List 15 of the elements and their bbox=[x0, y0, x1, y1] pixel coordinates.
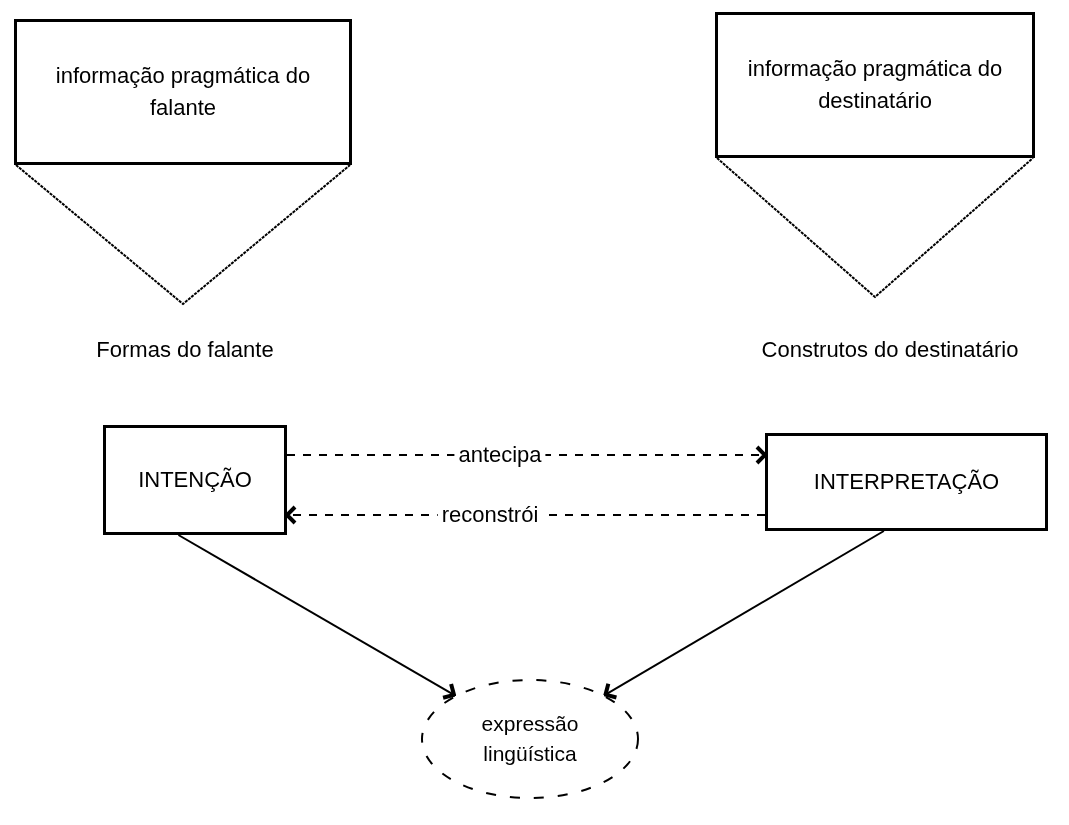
node-caption: Formas do falante bbox=[96, 339, 274, 361]
pentagon-box bbox=[715, 12, 1035, 298]
pentagon-box bbox=[14, 19, 352, 305]
node-label: informação pragmática do falante bbox=[54, 62, 312, 122]
dashed-ellipse bbox=[420, 678, 640, 800]
process-box bbox=[103, 425, 287, 535]
node-label: INTERPRETAÇÃO bbox=[813, 468, 1000, 497]
edge-label: antecipa bbox=[454, 444, 546, 466]
node-caption: Construtos do destinatário bbox=[761, 339, 1019, 361]
node-label: INTENÇÃO bbox=[138, 466, 252, 495]
arrow bbox=[603, 530, 885, 700]
arrow bbox=[177, 534, 456, 700]
process-box bbox=[765, 433, 1048, 531]
node-label: informação pragmática do destinatário bbox=[746, 55, 1004, 115]
node-label: expressão lingüística bbox=[480, 710, 580, 767]
